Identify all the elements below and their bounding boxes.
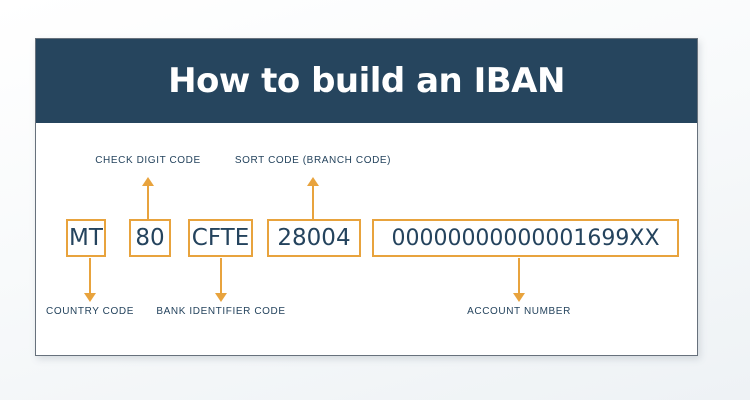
iban-segment-box-country: MT <box>66 219 106 257</box>
arrowhead-down-icon <box>215 293 227 302</box>
page-title: How to build an IBAN <box>168 61 565 101</box>
segment-label-country: COUNTRY CODE <box>46 306 134 317</box>
up-arrow-icon <box>142 177 154 219</box>
down-arrow-icon <box>513 258 525 302</box>
segment-label-account-number: ACCOUNT NUMBER <box>467 306 571 317</box>
iban-segment-box-sort-code: 28004 <box>267 219 361 257</box>
down-arrow-icon <box>215 258 227 302</box>
iban-segment-box-check-digit: 80 <box>129 219 171 257</box>
arrowhead-down-icon <box>513 293 525 302</box>
arrow-stem <box>147 186 149 219</box>
arrowhead-down-icon <box>84 293 96 302</box>
iban-segment-box-account-number: 00000000000001699XX <box>372 219 679 257</box>
arrow-stem <box>312 186 314 219</box>
up-arrow-icon <box>307 177 319 219</box>
down-arrow-icon <box>84 258 96 302</box>
arrow-stem <box>518 258 520 293</box>
iban-segment-box-bank-identifier: CFTE <box>188 219 253 257</box>
arrow-stem <box>220 258 222 293</box>
infographic-card: How to build an IBAN <box>35 38 698 356</box>
segment-label-bank-identifier: BANK IDENTIFIER CODE <box>156 306 286 317</box>
arrowhead-up-icon <box>307 177 319 186</box>
arrowhead-up-icon <box>142 177 154 186</box>
arrow-stem <box>89 258 91 293</box>
segment-label-check-digit: CHECK DIGIT CODE <box>95 155 201 166</box>
segment-label-sort-code: SORT CODE (BRANCH CODE) <box>234 155 392 166</box>
card-header: How to build an IBAN <box>36 39 697 123</box>
